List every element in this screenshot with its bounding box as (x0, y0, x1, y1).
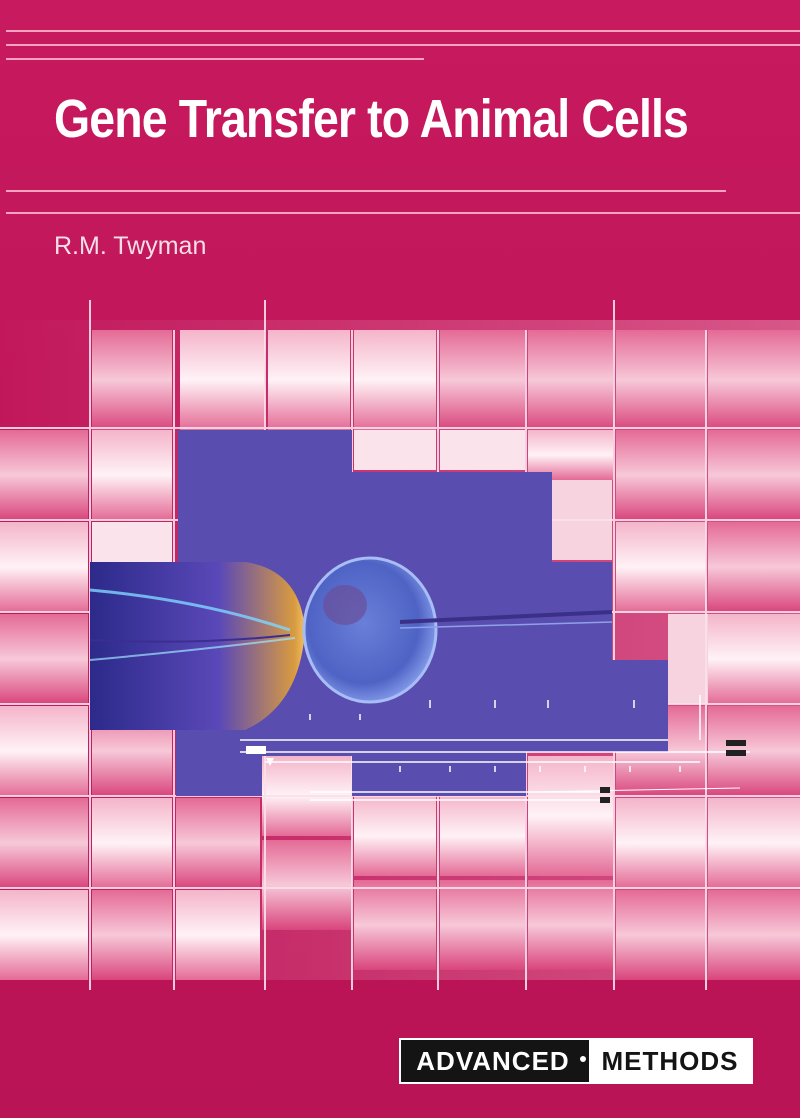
tile (176, 890, 260, 980)
author-name: R.M. Twyman (54, 232, 207, 260)
top-rule-2 (6, 44, 800, 46)
tile (440, 880, 525, 970)
tile (92, 522, 172, 562)
tile (528, 756, 613, 876)
tile (180, 330, 265, 430)
gene-map-ticks (309, 700, 681, 772)
series-label-methods: METHODS (589, 1040, 751, 1082)
tile (708, 890, 800, 980)
cell (302, 556, 438, 704)
tile (708, 522, 800, 612)
badge-separator-dot (580, 1056, 586, 1062)
tile (354, 880, 436, 970)
injection-needle (399, 610, 613, 624)
tile (0, 706, 88, 796)
tile (708, 430, 800, 520)
tile (616, 330, 706, 430)
tile (528, 880, 613, 970)
holding-pipette (90, 562, 305, 730)
top-rule-1 (6, 30, 800, 32)
tile (0, 890, 88, 980)
pipette-highlight (89, 637, 296, 661)
tile (440, 430, 525, 470)
tile (0, 522, 88, 612)
tile-grid (0, 330, 800, 980)
gene-map (240, 695, 750, 801)
gene-map-blocks (246, 740, 746, 803)
tile (528, 430, 613, 480)
injection-needle-edge (399, 621, 613, 629)
tile (616, 798, 706, 888)
tile (268, 330, 350, 430)
pipette-highlight (89, 634, 291, 643)
tile (528, 330, 613, 430)
top-rule-3 (6, 58, 424, 60)
tile (354, 430, 436, 470)
book-title: Gene Transfer to Animal Cells (54, 89, 689, 149)
cover-illustration (0, 300, 800, 990)
tile (616, 430, 706, 520)
tile (0, 614, 88, 704)
tile (0, 430, 88, 520)
mid-rule-1 (6, 190, 726, 192)
tile (176, 798, 260, 888)
series-label-advanced: ADVANCED (401, 1040, 589, 1082)
tile (0, 798, 88, 888)
tile (92, 430, 172, 520)
tile (616, 890, 706, 980)
series-badge: ADVANCED METHODS (399, 1038, 753, 1084)
tile (616, 522, 706, 612)
tile (92, 890, 172, 980)
cell-nucleus (323, 585, 367, 625)
tile (92, 330, 172, 430)
tile (440, 330, 525, 430)
tile (92, 798, 172, 888)
tile (708, 330, 800, 430)
mid-rule-2 (6, 212, 800, 214)
tile (354, 330, 436, 430)
tile (668, 614, 708, 704)
tile (440, 796, 525, 876)
tile (262, 840, 352, 930)
tile (708, 614, 800, 704)
tile (708, 706, 800, 796)
tile (708, 798, 800, 888)
tile (354, 796, 436, 876)
pipette-highlight (89, 588, 291, 632)
